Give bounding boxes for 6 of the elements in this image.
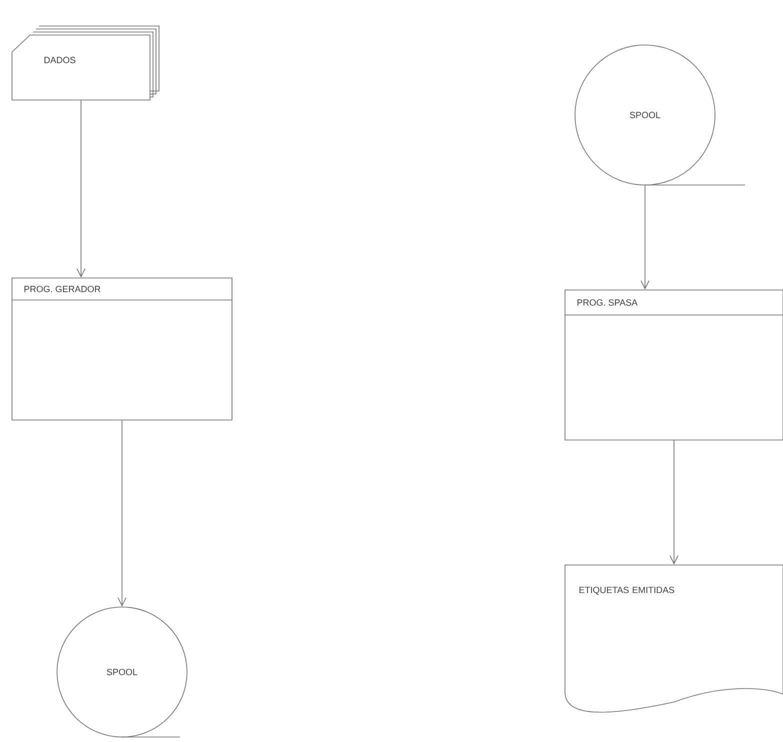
arrow — [640, 185, 650, 290]
process-box: PROG. SPASA — [564, 290, 783, 440]
process-box: PROG. GERADOR — [12, 278, 232, 420]
arrow — [670, 440, 678, 565]
arrow — [118, 420, 126, 607]
arrow — [76, 100, 86, 278]
